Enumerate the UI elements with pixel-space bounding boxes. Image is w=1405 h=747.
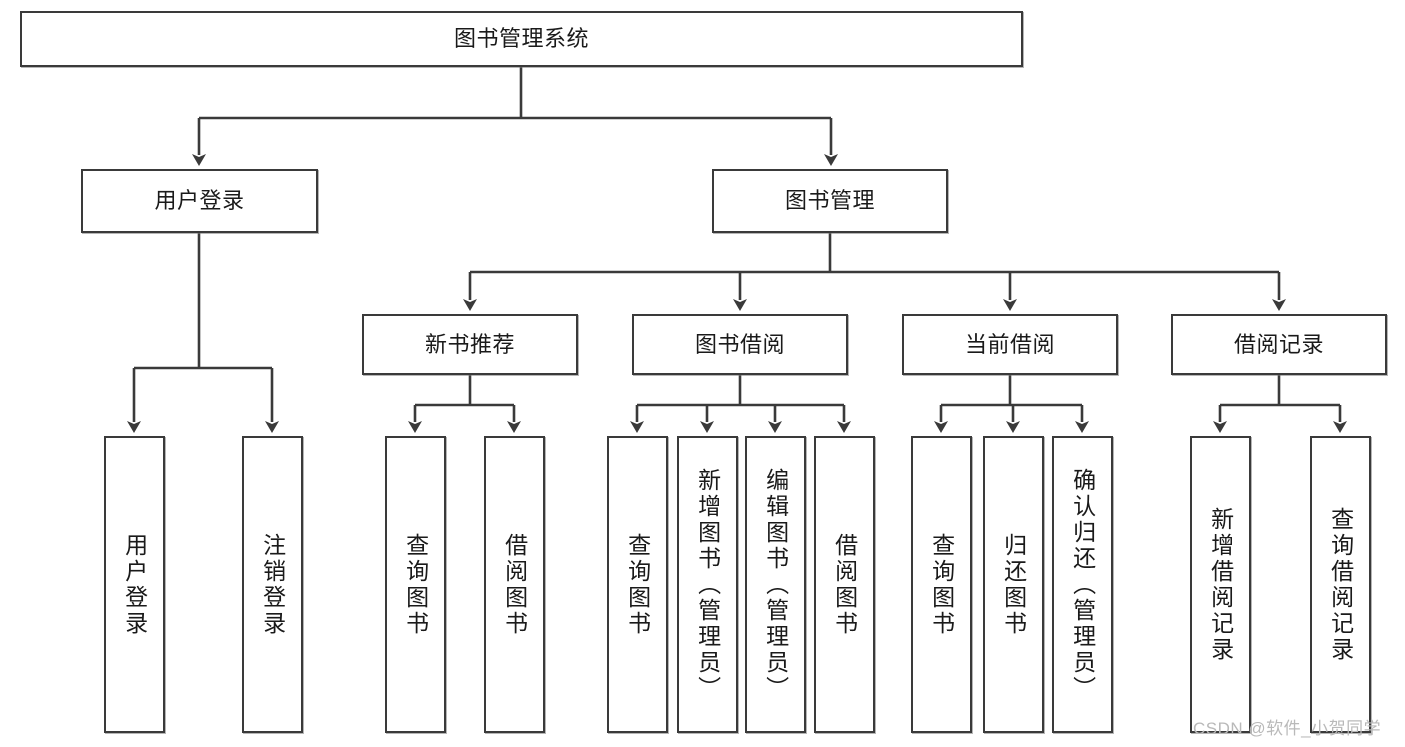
node-label: 图书管理系统 (453, 26, 589, 52)
node-book-management-system[interactable]: 图书管理系统 (20, 11, 1023, 67)
node-label: 新增借阅记录 (1207, 506, 1234, 663)
node-label: 图书管理 (784, 188, 875, 214)
edges-newbook-to-leaves (408, 375, 521, 433)
leaf-return-book[interactable]: 归还图书 (983, 436, 1044, 733)
leaf-borrow-book-recommend[interactable]: 借阅图书 (484, 436, 545, 733)
leaf-edit-book[interactable]: 编辑图书（管理员） (745, 436, 806, 733)
node-new-book-recommend[interactable]: 新书推荐 (362, 314, 578, 375)
edges-borrowrecord-to-leaves (1213, 375, 1347, 433)
node-current-borrow[interactable]: 当前借阅 (902, 314, 1118, 375)
leaf-borrow-book[interactable]: 借阅图书 (814, 436, 875, 733)
node-label: 新增图书（管理员） (694, 467, 721, 702)
leaf-query-book-recommend[interactable]: 查询图书 (385, 436, 446, 733)
watermark-text: CSDN @软件_小贺同学 (1193, 719, 1382, 738)
leaf-user-login[interactable]: 用户登录 (104, 436, 165, 733)
edges-currentborrow-to-leaves (934, 375, 1089, 433)
node-borrow-record[interactable]: 借阅记录 (1171, 314, 1387, 375)
node-label: 当前借阅 (964, 331, 1055, 357)
leaf-query-borrow-record[interactable]: 查询借阅记录 (1310, 436, 1371, 733)
edges-bookborrow-to-leaves (630, 375, 851, 433)
leaf-confirm-return[interactable]: 确认归还（管理员） (1052, 436, 1113, 733)
leaf-logout[interactable]: 注销登录 (242, 436, 303, 733)
leaf-query-book-current[interactable]: 查询图书 (911, 436, 972, 733)
node-label: 查询借阅记录 (1327, 506, 1354, 663)
node-label: 查询图书 (928, 532, 955, 637)
node-label: 借阅记录 (1233, 331, 1324, 357)
edges-userlogin-to-leaves (127, 233, 279, 433)
node-label: 归还图书 (1000, 532, 1027, 637)
node-book-management[interactable]: 图书管理 (712, 169, 948, 233)
node-user-login[interactable]: 用户登录 (81, 169, 318, 233)
edges-bookmanage-to-level3 (463, 233, 1286, 311)
leaf-query-book-borrow[interactable]: 查询图书 (607, 436, 668, 733)
node-label: 借阅图书 (501, 532, 528, 637)
node-label: 用户登录 (121, 532, 148, 637)
node-label: 编辑图书（管理员） (762, 467, 789, 702)
node-label: 图书借阅 (694, 331, 785, 357)
node-label: 查询图书 (402, 532, 429, 637)
node-label: 新书推荐 (424, 331, 515, 357)
node-label: 确认归还（管理员） (1069, 467, 1096, 702)
node-label: 借阅图书 (831, 532, 858, 637)
node-label: 查询图书 (624, 532, 651, 637)
node-label: 注销登录 (259, 532, 286, 637)
node-label: 用户登录 (154, 188, 245, 214)
leaf-add-book[interactable]: 新增图书（管理员） (677, 436, 738, 733)
node-book-borrow[interactable]: 图书借阅 (632, 314, 848, 375)
edges-root-to-level2 (192, 67, 838, 166)
leaf-add-borrow-record[interactable]: 新增借阅记录 (1190, 436, 1251, 733)
